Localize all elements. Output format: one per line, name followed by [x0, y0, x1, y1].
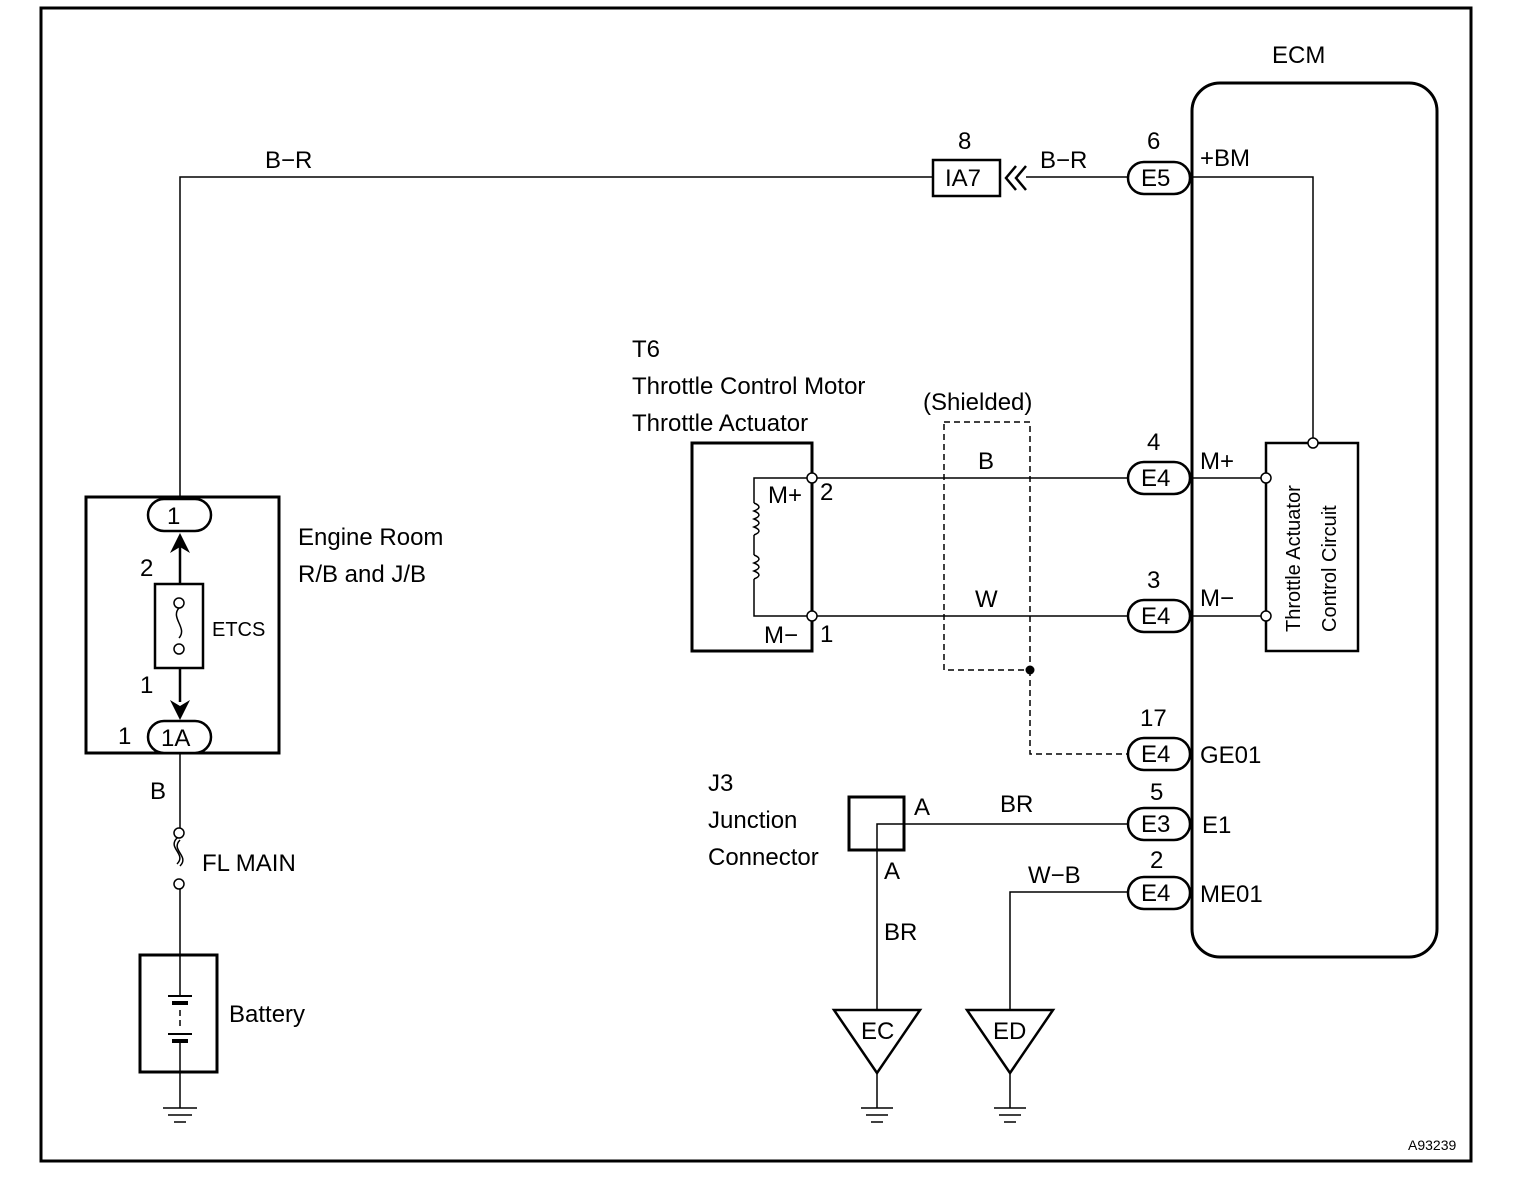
ecm-terminal-me01: ME01 — [1200, 881, 1263, 908]
connector-e3-e1-pin: 5 — [1150, 779, 1163, 806]
ecm-terminal-e1: E1 — [1202, 812, 1231, 839]
battery-box — [138, 953, 219, 1074]
fl-main-fusible-link-icon — [173, 837, 184, 867]
connector-ia7-pin: 8 — [958, 128, 971, 155]
relay-box-bottom-connector: 1A — [146, 719, 213, 755]
m-minus-terminal-dot — [1260, 610, 1272, 622]
motor-coil-wire-bottom — [753, 579, 812, 617]
connector-e5-pin: 6 — [1147, 128, 1160, 155]
connector-e4-m-minus: 3 E4 — [1126, 567, 1192, 634]
relay-box-label-line2: R/B and J/B — [298, 561, 426, 588]
junction-name-line1: Junction — [708, 807, 797, 834]
ecm-title: ECM — [1272, 42, 1325, 69]
ecm-terminal-ge01: GE01 — [1200, 742, 1261, 769]
connector-e4-ge01-pin: 17 — [1140, 705, 1167, 732]
relay-box-pin-upper: 2 — [140, 555, 153, 582]
etcs-fuse-terminal-top — [173, 597, 185, 609]
fl-main-terminal-bottom — [173, 878, 185, 890]
wire-label-b-r-left: B−R — [265, 147, 312, 174]
b-r-wire-left — [179, 176, 933, 497]
connector-ia7-name: IA7 — [945, 165, 981, 192]
connector-e4-m-plus: 4 E4 — [1126, 429, 1192, 496]
motor-m-plus-label: M+ — [768, 482, 802, 509]
bm-terminal-dot — [1307, 437, 1319, 449]
connector-e4-me01: 2 E4 — [1126, 847, 1192, 911]
connector-e4-m-minus-pin: 3 — [1147, 567, 1160, 594]
wire-label-b-battery: B — [150, 778, 166, 805]
motor-code: T6 — [632, 336, 660, 363]
motor-coil-wire-top — [753, 477, 812, 503]
junction-code: J3 — [708, 770, 733, 797]
control-circuit-label-line1: Throttle Actuator — [1283, 485, 1305, 632]
relay-box-label-line1: Engine Room — [298, 524, 443, 551]
etcs-fuse-icon — [175, 607, 183, 639]
junction-pin-a-top: A — [914, 794, 930, 821]
fl-main-label: FL MAIN — [202, 850, 296, 877]
shield-junction-dot — [1025, 665, 1035, 675]
motor-terminal-plus — [806, 472, 818, 484]
motor-m-minus-label: M− — [764, 622, 798, 649]
wire-label-b-r-right: B−R — [1040, 147, 1087, 174]
motor-pin-plus: 2 — [820, 479, 833, 506]
junction-wire-br — [876, 823, 1128, 1010]
relay-box-top-connector-label: 1 — [167, 503, 180, 530]
connector-e3-e1-name: E3 — [1141, 811, 1170, 838]
wire-label-b: B — [978, 448, 994, 475]
wire-label-w: W — [975, 586, 998, 613]
throttle-motor-box — [690, 441, 814, 653]
relay-box-up-arrow-icon — [170, 533, 190, 553]
control-circuit-label-line2: Control Circuit — [1319, 505, 1341, 632]
relay-box-pin-left: 1 — [118, 723, 131, 750]
etcs-fuse-terminal-bottom — [173, 643, 185, 655]
junction-name-line2: Connector — [708, 844, 819, 871]
relay-box-top-connector: 1 — [146, 497, 213, 533]
ecm-terminal-m-minus: M− — [1200, 585, 1234, 612]
connector-e4-m-plus-name: E4 — [1141, 465, 1170, 492]
ground-ec-label: EC — [861, 1018, 894, 1045]
connector-e5: 6 E5 — [1126, 128, 1192, 196]
wire-label-w-b: W−B — [1028, 862, 1081, 889]
etcs-fuse-label: ETCS — [212, 619, 265, 641]
relay-box-pin-lower: 1 — [140, 672, 153, 699]
ecm-terminal-m-plus: M+ — [1200, 448, 1234, 475]
battery-label: Battery — [229, 1001, 305, 1028]
motor-coil-upper-icon — [751, 502, 760, 536]
motor-pin-minus: 1 — [820, 621, 833, 648]
connector-ia7-chevron-icon — [1004, 165, 1027, 191]
ground-ed: ED — [964, 1008, 1056, 1123]
shielded-label: (Shielded) — [923, 389, 1032, 416]
connector-e4-me01-pin: 2 — [1150, 847, 1163, 874]
connector-e3-e1: 5 E3 — [1126, 779, 1192, 842]
fl-main-terminal-top — [173, 827, 185, 839]
wire-label-br-lower: BR — [884, 919, 917, 946]
battery-ground-icon — [163, 1072, 197, 1123]
relay-box-down-arrow-icon — [170, 700, 190, 720]
wire-label-br-upper: BR — [1000, 791, 1033, 818]
connector-e5-name: E5 — [1141, 165, 1170, 192]
ecm-box — [1190, 81, 1439, 959]
shield-ground-wire — [1029, 670, 1128, 755]
connector-e4-ge01: 17 E4 — [1126, 705, 1192, 772]
connector-e4-m-minus-name: E4 — [1141, 603, 1170, 630]
connector-e4-m-plus-pin: 4 — [1147, 429, 1160, 456]
connector-ia7: 8 IA7 — [931, 128, 1002, 198]
figure-id: A93239 — [1408, 1137, 1456, 1153]
relay-box-bottom-connector-label: 1A — [161, 725, 190, 752]
motor-name-line1: Throttle Control Motor — [632, 373, 865, 400]
motor-name-line2: Throttle Actuator — [632, 410, 808, 437]
m-plus-terminal-dot — [1260, 472, 1272, 484]
connector-e4-ge01-name: E4 — [1141, 741, 1170, 768]
ground-ec: EC — [831, 1008, 923, 1123]
connector-e4-me01-name: E4 — [1141, 880, 1170, 907]
motor-coil-lower-icon — [751, 554, 760, 580]
shield-outline — [943, 421, 1031, 671]
ground-ed-label: ED — [993, 1018, 1026, 1045]
me01-wire — [1009, 891, 1128, 1010]
diagram-frame — [39, 6, 1473, 1163]
bm-internal-wire — [1190, 176, 1314, 440]
junction-pin-a-bottom: A — [884, 858, 900, 885]
motor-terminal-minus — [806, 610, 818, 622]
ecm-terminal-bm: +BM — [1200, 145, 1250, 172]
